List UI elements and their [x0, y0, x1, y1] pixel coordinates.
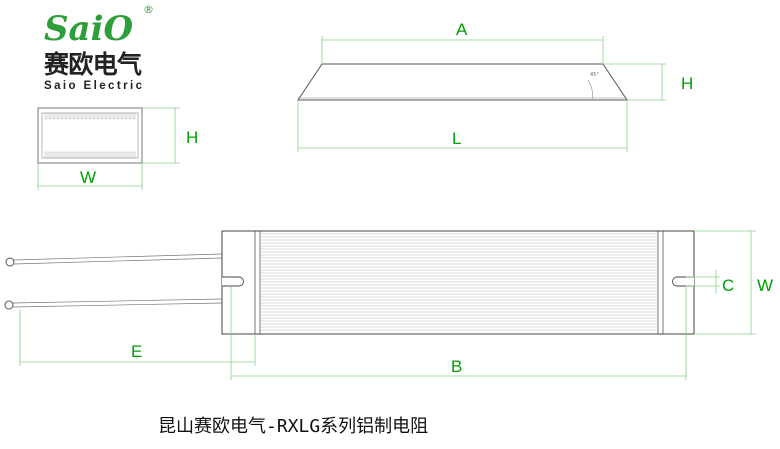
end-fin: [52, 112, 56, 120]
end-fin: [72, 112, 76, 120]
c-label: C: [722, 276, 734, 295]
end-fin: [128, 151, 132, 159]
end-view-outline: [37, 107, 143, 164]
caption: 昆山赛欧电气-RXLG系列铝制电阻: [158, 416, 428, 437]
top-view: W C E B: [4, 230, 773, 380]
end-fin: [68, 151, 72, 159]
end-fin: [108, 151, 112, 159]
b-label: B: [451, 357, 462, 376]
resistor-body-outline: [221, 230, 695, 335]
end-fin: [112, 112, 116, 120]
end-fin: [96, 151, 100, 159]
mounting-slot-left: [222, 276, 244, 287]
end-fin: [56, 151, 60, 159]
end-fin: [76, 112, 80, 120]
angle-arc: [587, 79, 593, 100]
end-fin: [44, 151, 48, 159]
l-label: L: [452, 129, 461, 148]
end-fin: [112, 151, 116, 159]
mounting-slot-right: [672, 276, 694, 287]
end-fin: [132, 151, 136, 159]
end-fin: [104, 112, 108, 120]
end-fin: [124, 112, 128, 120]
end-fin: [64, 112, 68, 120]
end-fin: [116, 151, 120, 159]
end-fin: [68, 112, 72, 120]
end-fin: [120, 112, 124, 120]
end-fin: [84, 151, 88, 159]
end-fin: [72, 151, 76, 159]
lead-wire-bottom: [4, 298, 223, 310]
end-fin: [88, 112, 92, 120]
end-fin: [92, 151, 96, 159]
end-fin: [60, 112, 64, 120]
end-fin: [48, 112, 52, 120]
side-view: 45° A L H: [297, 20, 693, 152]
end-fin: [80, 151, 84, 159]
end-fin: [104, 151, 108, 159]
end-fin: [48, 151, 52, 159]
logo: SaiO ® 赛欧电气 Saio Electric: [43, 3, 154, 92]
end-fin: [100, 151, 104, 159]
end-fin: [124, 151, 128, 159]
e-label: E: [131, 342, 142, 361]
registered-mark: ®: [143, 3, 154, 16]
end-fin: [44, 112, 48, 120]
end-view-fins: [44, 112, 136, 159]
end-fin: [84, 112, 88, 120]
end-fin: [56, 112, 60, 120]
side-h-label: H: [681, 74, 693, 93]
logo-english-text: Saio Electric: [44, 80, 143, 92]
side-view-outline: [297, 63, 628, 101]
end-fin: [88, 151, 92, 159]
angle-mark: 45°: [590, 72, 599, 78]
end-fin: [92, 112, 96, 120]
end-h-label: H: [186, 128, 198, 147]
lead-wire-top: [5, 253, 223, 267]
end-fin: [76, 151, 80, 159]
end-fin: [96, 112, 100, 120]
top-w-label: W: [757, 276, 773, 295]
end-fin: [108, 112, 112, 120]
end-fin: [100, 112, 104, 120]
end-fin: [120, 151, 124, 159]
end-fin: [64, 151, 68, 159]
end-fin: [116, 112, 120, 120]
end-fin: [80, 112, 84, 120]
a-label: A: [456, 20, 468, 39]
end-fin: [60, 151, 64, 159]
end-w-label: W: [80, 168, 96, 187]
logo-chinese-text: 赛欧电气: [43, 50, 142, 79]
logo-script-text: SaiO: [44, 9, 134, 49]
top-view-fins: [260, 233, 658, 331]
end-fin: [52, 151, 56, 159]
end-fin: [132, 112, 136, 120]
end-fin: [128, 112, 132, 120]
end-view-inner: [41, 112, 139, 159]
end-view: H W: [37, 107, 198, 190]
